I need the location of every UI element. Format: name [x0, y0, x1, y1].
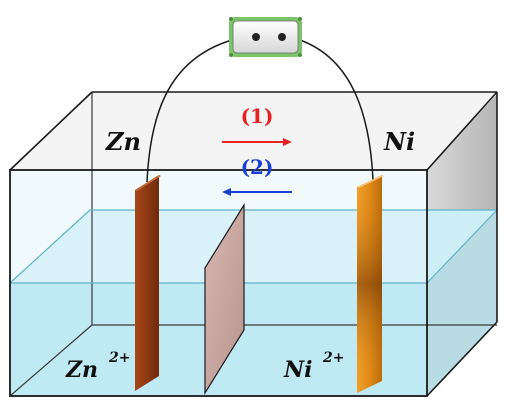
tank-back-wall [10, 92, 497, 170]
solution-side [427, 210, 497, 396]
zn-electrode-label: Zn [105, 127, 141, 156]
ni-electrode [357, 175, 384, 393]
zn-ion-label: Zn [65, 357, 98, 383]
tank-outline [9, 91, 498, 397]
direction-2-arrow [222, 188, 292, 196]
direction-2-label: (2) [241, 155, 274, 179]
zn-ion-charge: 2+ [108, 350, 130, 366]
zn-electrode [135, 175, 161, 391]
ni-ion-label: Ni [283, 357, 312, 383]
porous-separator [204, 202, 245, 396]
external-circuit-wire [146, 39, 374, 183]
ni-ion-charge: 2+ [322, 350, 344, 366]
direction-1-arrow [222, 138, 292, 146]
tank [9, 92, 498, 397]
direction-1-label: (1) [241, 104, 274, 128]
voltmeter-icon [229, 17, 302, 57]
ni-electrode-label: Ni [383, 127, 415, 156]
